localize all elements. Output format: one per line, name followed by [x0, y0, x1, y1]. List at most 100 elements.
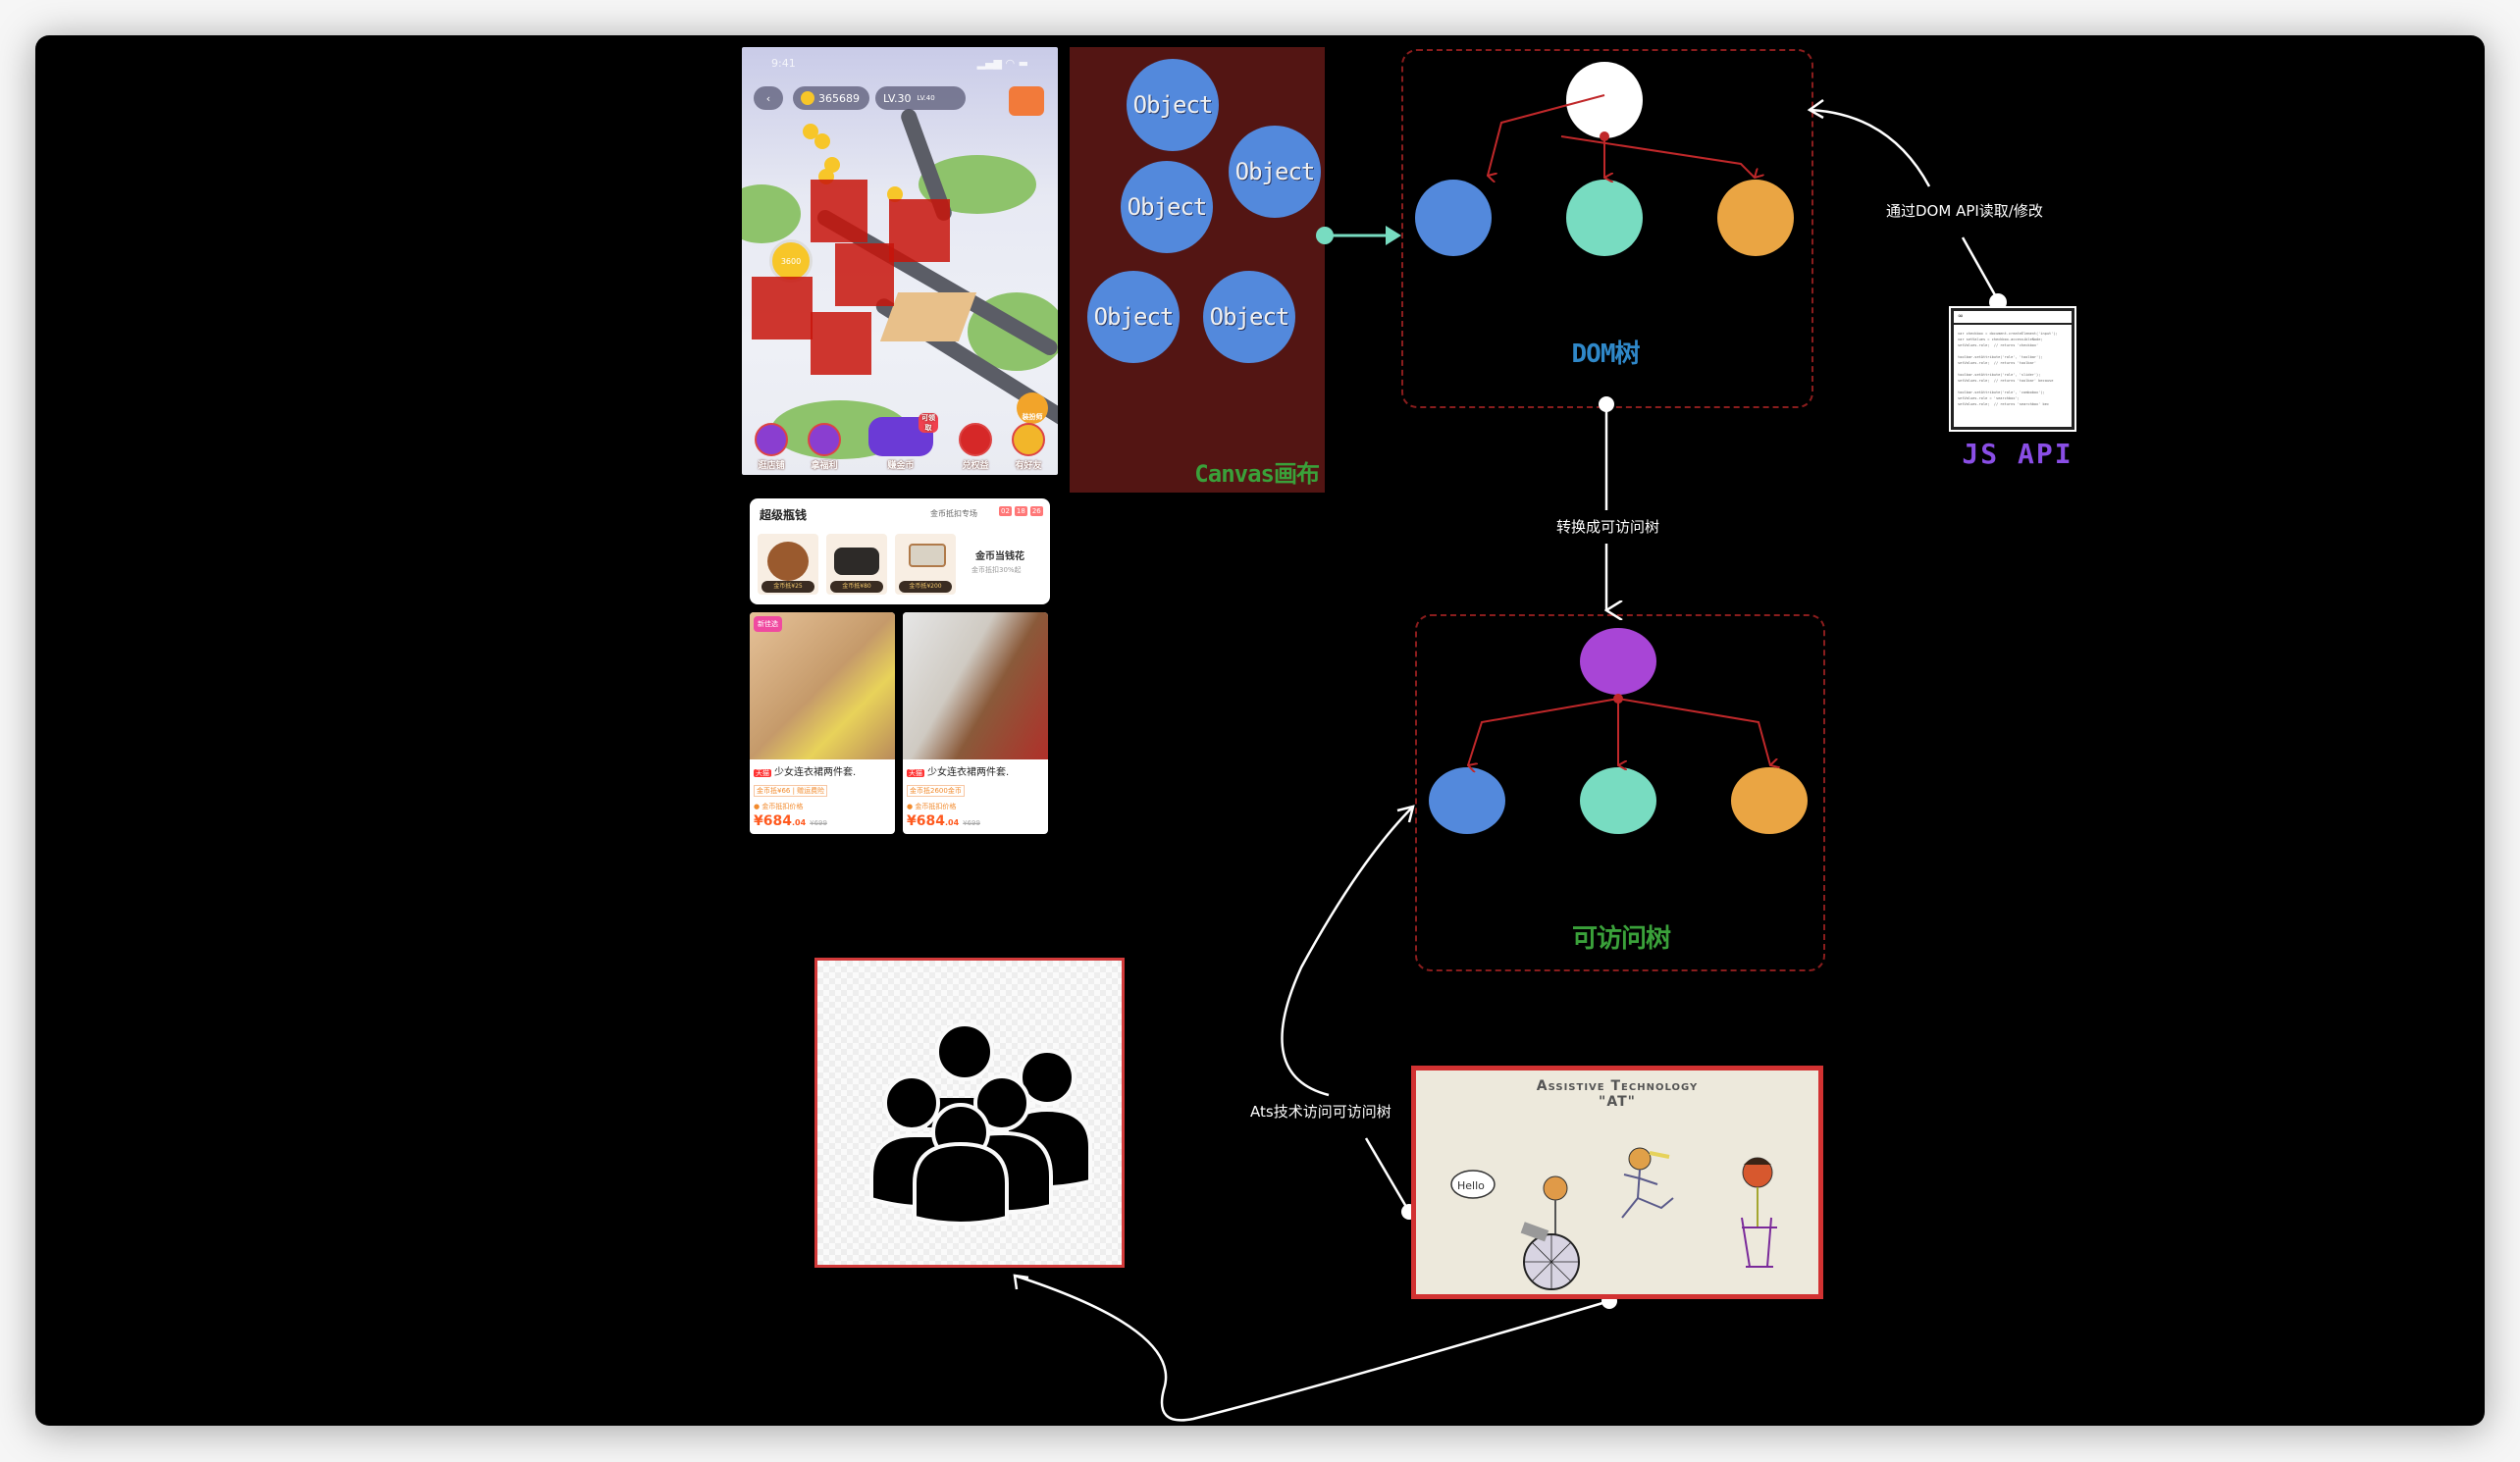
level-text: LV.30: [883, 91, 912, 105]
product-bear[interactable]: 金币抵¥25: [758, 534, 818, 595]
highlight-overlay: [835, 243, 894, 306]
dom-edge-left: [1488, 94, 1605, 176]
at-to-access-connector: [1281, 805, 1417, 1220]
product-tip: ● 金币抵扣价格: [907, 803, 957, 810]
promo-right-title: 金币当钱花: [975, 551, 1024, 562]
corner-badge: 新佳选: [754, 616, 782, 632]
price-decimal: .04: [944, 818, 960, 827]
edge-label-at-to-access: Ats技术访问可访问树: [1250, 1101, 1391, 1122]
decorator-label: 装扮师: [1022, 413, 1043, 421]
signal-battery-icon: ▂▄▆ ◠ ▬: [976, 57, 1028, 70]
gift-icon: [808, 423, 841, 456]
back-button[interactable]: ‹: [754, 86, 783, 110]
price-original: ¥699: [810, 819, 827, 827]
countdown-timer: 02 18 26: [999, 506, 1043, 516]
at-title: Assistive Technology "AT": [1416, 1078, 1818, 1110]
promo-title: 超级瓶钱: [760, 508, 808, 522]
coin-icon: [803, 124, 818, 139]
speech-bubble-text: Hello: [1457, 1179, 1485, 1192]
access-child-node: [1580, 767, 1656, 834]
stick-figures-illustration: Hello: [1450, 1147, 1777, 1290]
price-main: ¥684: [754, 813, 792, 829]
wheelchair-figure: Hello: [1450, 1170, 1580, 1290]
coin-bubble-value: 3600: [780, 256, 802, 266]
code-line: setValues.role = 'searchbox';: [1958, 396, 2020, 400]
level-badge[interactable]: LV.30 LV.40: [875, 86, 966, 110]
dom-edge-right: [1560, 135, 1755, 178]
nav-label: 拿福利: [811, 461, 838, 471]
dom-child-node: [1415, 180, 1492, 256]
title-text: 少女连衣裙两件套.: [774, 767, 857, 778]
canvas-object: Object: [1121, 161, 1213, 253]
coin-count: 365689: [818, 91, 860, 105]
connector-layer: [1013, 94, 2007, 1422]
message-icon[interactable]: [1009, 86, 1044, 116]
price-decimal: .04: [791, 818, 807, 827]
window-titlebar: ∞: [1954, 311, 2072, 325]
product-price: ¥684.04¥699: [754, 813, 891, 829]
nav-shop[interactable]: 逛店铺: [752, 423, 791, 471]
product-title: 天猫少女连衣裙两件套.: [907, 763, 1044, 778]
coin-icon: [801, 91, 814, 105]
nav-label: 赚金币: [887, 461, 915, 471]
edge-label-dom-to-access: 转换成可访问树: [1556, 516, 1660, 537]
product-earbuds[interactable]: 金币抵¥80: [826, 534, 887, 595]
js-to-dom-connector: [1807, 98, 2007, 311]
canvas-object: Object: [1127, 59, 1219, 151]
title-text: 少女连衣裙两件套.: [927, 767, 1010, 778]
access-edge-right: [1617, 698, 1770, 765]
nav-earn-coins[interactable]: 赚金币 可领取: [864, 413, 938, 471]
access-tree-label: 可访问树: [1571, 924, 1671, 954]
coin-bubble[interactable]: 3600: [769, 239, 813, 283]
canvas-object: Object: [1203, 271, 1295, 363]
chevron-left-icon: ‹: [765, 91, 771, 105]
promo-card[interactable]: 超级瓶钱 金币抵扣专场 02 18 26 金币抵¥25 金币抵¥80 金币抵¥2…: [750, 498, 1050, 604]
product-title: 天猫少女连衣裙两件套.: [754, 763, 891, 778]
timer-seconds: 26: [1029, 506, 1043, 516]
tip-text: 金币抵扣价格: [915, 803, 957, 810]
code-line: toolbar.setAttribute('role', 'slider');: [1958, 373, 2041, 377]
running-figure: [1621, 1147, 1674, 1219]
product-tip: ● 金币抵扣价格: [754, 803, 804, 810]
timer-hours: 02: [999, 506, 1012, 516]
level-next: LV.40: [917, 94, 935, 102]
nav-friends[interactable]: 有好友: [1009, 423, 1048, 471]
product-card[interactable]: 天猫少女连衣裙两件套. 金币抵2600金币 ● 金币抵扣价格 ¥684.04¥6…: [903, 612, 1048, 834]
dom-to-access-connector: [1599, 396, 1614, 610]
code-line: toolbar.setAttribute('role', 'combobox')…: [1958, 391, 2045, 394]
product-card[interactable]: 新佳选 天猫少女连衣裙两件套. 金币抵¥66 | 赠运费险 ● 金币抵扣价格 ¥…: [750, 612, 895, 834]
product-chair[interactable]: 金币抵¥200: [895, 534, 956, 595]
nav-label: 逛店铺: [758, 461, 785, 471]
decorator-button[interactable]: 装扮师: [1017, 392, 1048, 424]
nav-label: 有好友: [1015, 461, 1042, 471]
code-window: ∞ var checkbox = document.createElement(…: [1949, 306, 2076, 432]
promo-right-sub: 金币抵扣30%起: [971, 566, 1022, 574]
access-edge-left: [1468, 698, 1619, 765]
highlight-overlay: [811, 312, 871, 375]
earbuds-image: [834, 548, 879, 575]
product-tag: 金币抵¥200: [899, 581, 952, 593]
coin-balance[interactable]: 365689: [793, 86, 869, 110]
access-child-node: [1731, 767, 1808, 834]
access-tree-edges: [1468, 694, 1770, 765]
product-tag: 金币抵¥25: [761, 581, 814, 593]
coin-icon: [887, 186, 903, 202]
nav-badge: 可领取: [919, 413, 938, 433]
nav-redeem[interactable]: 兑权益: [956, 423, 995, 471]
status-bar: 9:41 ▂▄▆ ◠ ▬: [771, 57, 1028, 70]
canvas-to-dom-connector: [1316, 226, 1401, 245]
shop-icon: [755, 423, 788, 456]
access-child-node: [1429, 767, 1505, 834]
connector-arrowhead: [1386, 226, 1401, 245]
nav-label: 兑权益: [962, 461, 989, 471]
product-price: ¥684.04¥699: [907, 813, 1044, 829]
assistive-technology-image: Assistive Technology "AT" Hello: [1411, 1066, 1823, 1299]
code-line: var checkbox = document.createElement('i…: [1958, 332, 2058, 336]
product-sub: 金币抵2600金币: [907, 785, 965, 797]
chair-image: [909, 544, 946, 567]
js-api-label: JS API: [1962, 438, 2074, 470]
dom-root-node: [1566, 62, 1643, 138]
connector-curve: [1281, 806, 1414, 1097]
tmall-badge: 天猫: [754, 769, 771, 777]
nav-welfare[interactable]: 拿福利: [805, 423, 844, 471]
